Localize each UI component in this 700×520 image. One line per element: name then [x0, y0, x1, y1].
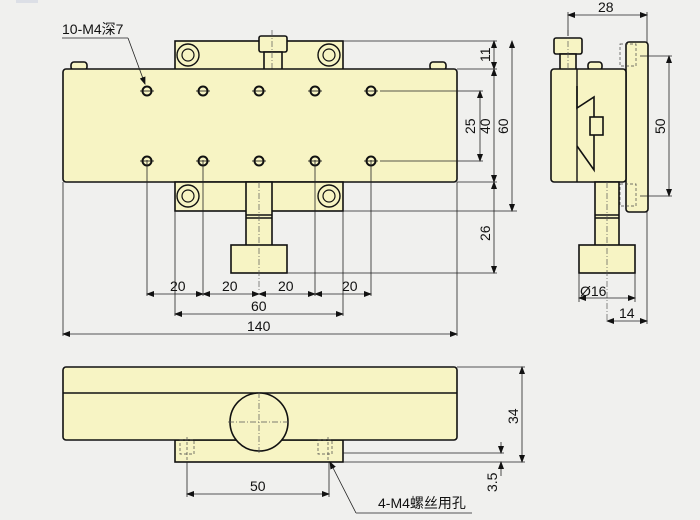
counterbore-icon	[176, 184, 200, 208]
corner-tab	[16, 0, 38, 3]
callout-screw-holes: 4-M4螺丝用孔	[378, 495, 466, 511]
dim-mount-spacing: 60	[251, 298, 267, 314]
dim-depth: 28	[598, 0, 614, 15]
lock-screw-shank	[263, 51, 283, 71]
dim-hole-pitch-1: 20	[170, 278, 186, 294]
side-stage-body	[550, 68, 627, 183]
tapped-holes	[140, 85, 378, 167]
side-plate	[625, 41, 649, 213]
dim-knob-extension: 26	[477, 225, 493, 241]
dim-overall-height: 60	[495, 118, 511, 134]
dim-base-thickness: 3.5	[484, 472, 500, 492]
dim-plate-height: 50	[652, 118, 668, 134]
side-view: 28 50 Ø16 14	[550, 0, 672, 324]
counterbore-icon	[176, 43, 200, 67]
dim-knob-offset-top: 11	[477, 47, 493, 62]
front-view: 50 34 3.5 4-M4螺丝用孔	[62, 366, 525, 514]
dim-stage-height: 40	[477, 118, 493, 134]
counterbore-icon	[317, 184, 341, 208]
dim-mount-hole-spacing: 50	[250, 478, 266, 494]
dim-knob-offset: 14	[619, 305, 635, 321]
lock-screw-head	[258, 35, 288, 53]
top-view: 20 20 20 20 60 140 11 25 40 60 26 10-M4深…	[62, 21, 517, 337]
knob-shaft	[245, 181, 273, 247]
dim-hole-pitch-3: 20	[278, 278, 294, 294]
dim-knob-diameter: Ø16	[580, 283, 607, 299]
dim-hole-pitch-2: 20	[222, 278, 238, 294]
dim-hole-row-spacing: 25	[462, 118, 478, 134]
callout-tapped-holes: 10-M4深7	[62, 21, 124, 37]
side-knob-shaft	[594, 181, 620, 247]
dim-total-height: 34	[505, 408, 521, 424]
dim-overall-width: 140	[247, 318, 271, 334]
gib	[589, 116, 604, 136]
dim-hole-pitch-4: 20	[342, 278, 358, 294]
counterbore-icon	[317, 43, 341, 67]
